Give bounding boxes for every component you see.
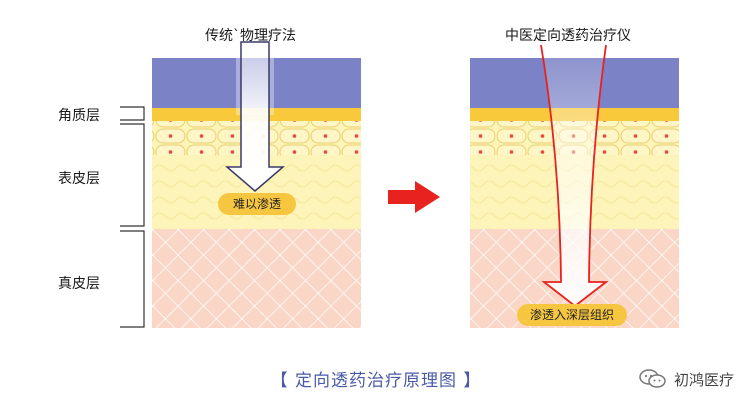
badge-deep-penetration: 渗透入深层组织 [517,304,627,326]
wechat-icon [639,369,666,388]
label-epidermis: 表皮层 [58,171,100,187]
bracket-corneum [120,106,145,121]
badge-difficult-penetration: 难以渗透 [218,193,296,215]
transition-arrow-icon [388,181,440,213]
bracket-dermis [120,230,145,328]
watermark-text: 初鸿医疗 [673,370,734,389]
left-panel-title: 传统`物理疗法 [205,28,296,44]
bracket-epidermis [120,123,145,227]
blocked-arrow [224,41,286,192]
right-skin-panel [470,44,679,328]
layer-brackets [120,106,145,328]
label-dermis: 真皮层 [58,276,100,292]
right-panel-title: 中医定向透药治疗仪 [505,28,631,44]
label-stratum-corneum: 角质层 [58,108,100,124]
left-skin-panel [152,41,361,328]
watermark: 初鸿医疗 [638,368,734,390]
diagram-caption: 【 定向透药治疗原理图 】 [270,371,482,391]
